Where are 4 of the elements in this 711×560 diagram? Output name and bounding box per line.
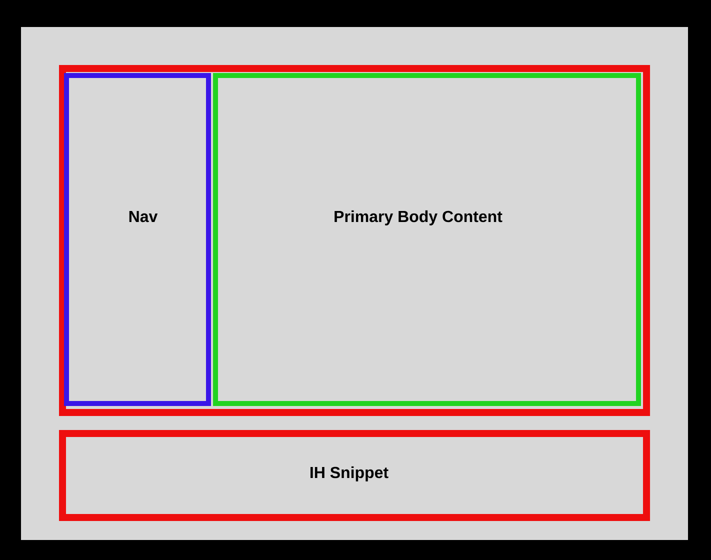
region-box: Primary Body Content xyxy=(213,73,641,406)
container-box xyxy=(59,65,650,416)
region-box: Nav xyxy=(64,73,211,406)
region-box: IH Snippet xyxy=(59,430,650,521)
